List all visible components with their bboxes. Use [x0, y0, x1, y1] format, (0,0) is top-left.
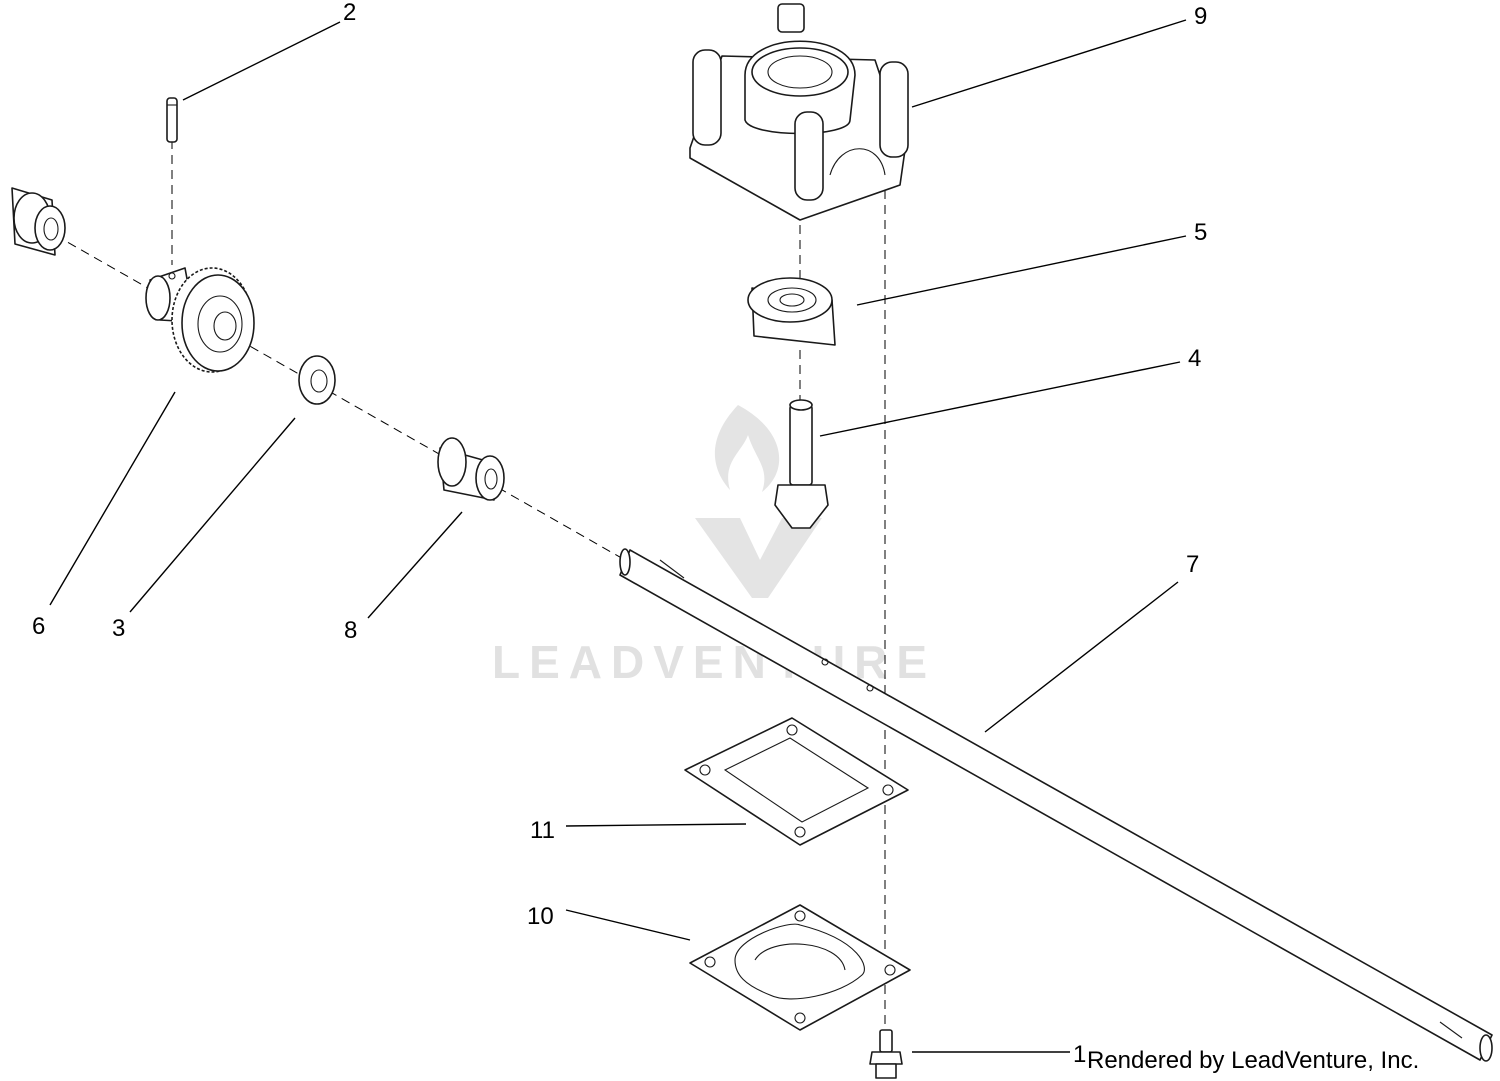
part-5-bearing	[747, 277, 836, 346]
part-1-flange-bolt	[869, 1029, 903, 1079]
callout-labels: 2 9 5 4 7 6 3 8 11 10 1	[32, 0, 1207, 1068]
callout-11: 11	[530, 817, 555, 844]
callout-10: 10	[527, 903, 554, 930]
callout-4: 4	[1188, 345, 1201, 372]
part-6-gear	[145, 267, 255, 373]
callout-5: 5	[1194, 219, 1207, 246]
part-3-washer	[298, 355, 336, 405]
part-bushing-left	[11, 187, 66, 256]
callout-2: 2	[343, 0, 356, 26]
credit-text: Rendered by LeadVenture, Inc.	[1087, 1047, 1419, 1074]
part-9-gearbox-housing	[689, 3, 909, 221]
callout-3: 3	[112, 615, 125, 642]
part-7-shaft	[619, 548, 1493, 1062]
leadventure-flame-logo	[695, 405, 822, 598]
leader-lines	[49, 19, 1187, 1053]
callout-9: 9	[1194, 3, 1207, 30]
callout-8: 8	[344, 617, 357, 644]
watermark-text: LEADVENTURE	[492, 636, 936, 688]
part-8-flanged-bushing	[437, 437, 505, 501]
part-4-pinion-gear	[774, 399, 829, 529]
callout-7: 7	[1186, 551, 1199, 578]
callout-1: 1	[1073, 1041, 1086, 1068]
callout-6: 6	[32, 613, 45, 640]
part-11-gasket	[684, 717, 909, 846]
part-10-cover-plate	[689, 904, 911, 1031]
watermark: LEADVENTURE	[492, 405, 936, 688]
part-2-roll-pin	[166, 97, 178, 143]
